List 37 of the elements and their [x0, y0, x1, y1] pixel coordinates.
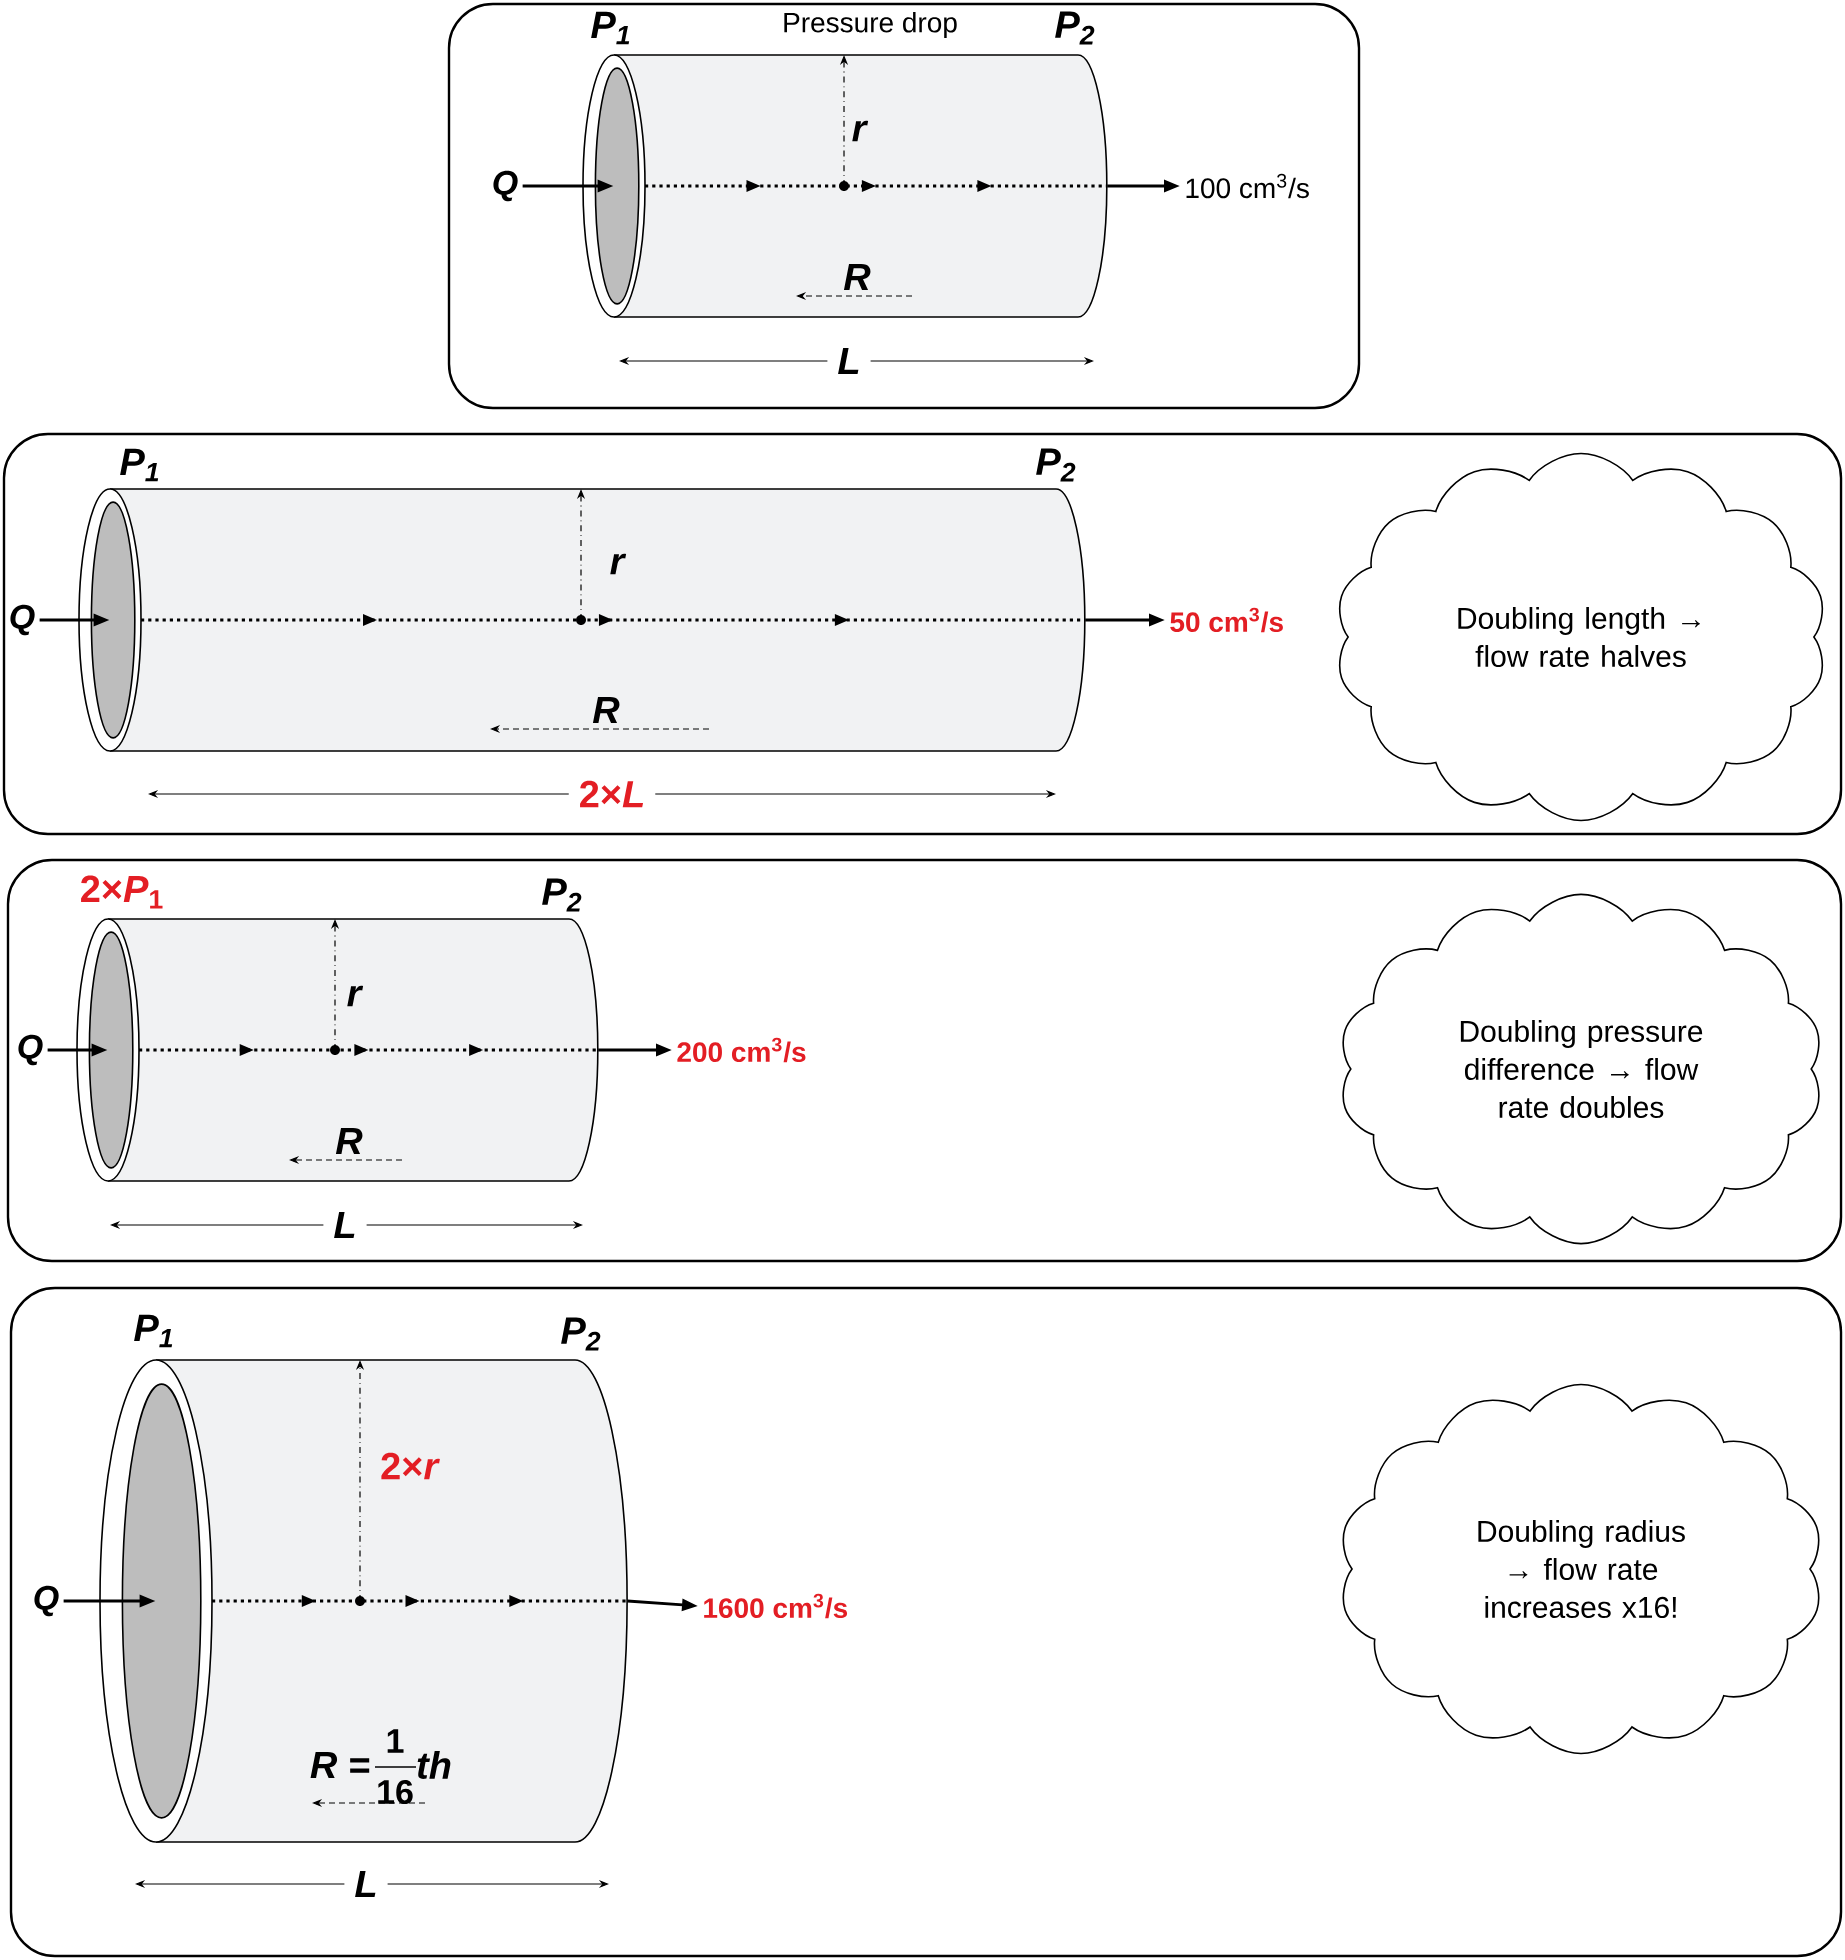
symbol-label: R — [592, 696, 620, 724]
symbol-label: r — [610, 553, 627, 575]
panel-frame — [6, 858, 1843, 1263]
cylinder-drawing — [78, 488, 1086, 752]
symbol-label: P$_{1}$ — [591, 11, 630, 45]
flow-rate-label: 1600 cm$^{3}$/s — [704, 1593, 848, 1619]
symbol-label: 2×r — [381, 1452, 440, 1480]
thought-cloud: Doubling pressure difference → flow rate doubles — [1342, 893, 1820, 1245]
thought-cloud: Doubling length → flow rate halves — [1338, 452, 1824, 822]
symbol-label: P$_{1}$ — [134, 1314, 173, 1348]
panel-frame — [9, 1286, 1843, 1958]
thought-cloud: Doubling radius → flow rate increases x16! — [1342, 1383, 1820, 1755]
cylinder-drawing — [99, 1359, 628, 1843]
symbol-label: r — [347, 985, 364, 1007]
symbol-label: L — [827, 345, 871, 377]
fraction-number: 1 — [387, 1729, 404, 1753]
flow-label: Q — [10, 604, 35, 636]
cylinder-drawing — [76, 918, 599, 1182]
symbol-label: r — [852, 120, 869, 142]
symbol-label: R — [843, 263, 871, 291]
flow-rate-label: 50 cm$^{3}$/s — [1170, 607, 1283, 633]
flow-label: Q — [34, 1585, 59, 1617]
flow-label: Q — [18, 1034, 43, 1066]
symbol-label: th — [417, 1751, 451, 1779]
panel-frame — [447, 2, 1361, 410]
symbol-label: 2×L — [568, 778, 656, 810]
symbol-label: R — [335, 1127, 363, 1155]
flow-label: Q — [493, 170, 518, 202]
symbol-label: 2×P$_{1}$ — [81, 875, 163, 909]
flow-rate-label: 200 cm$^{3}$/s — [677, 1037, 806, 1063]
symbol-label: R = — [310, 1751, 370, 1779]
flow-rate-label: 100 cm$^{3}$/s — [1186, 173, 1309, 199]
symbol-label: L — [344, 1868, 388, 1900]
symbol-label: L — [323, 1209, 367, 1241]
panel-frame — [2, 432, 1843, 836]
fraction-number: 16 — [378, 1780, 413, 1805]
cylinder-drawing — [582, 54, 1108, 318]
